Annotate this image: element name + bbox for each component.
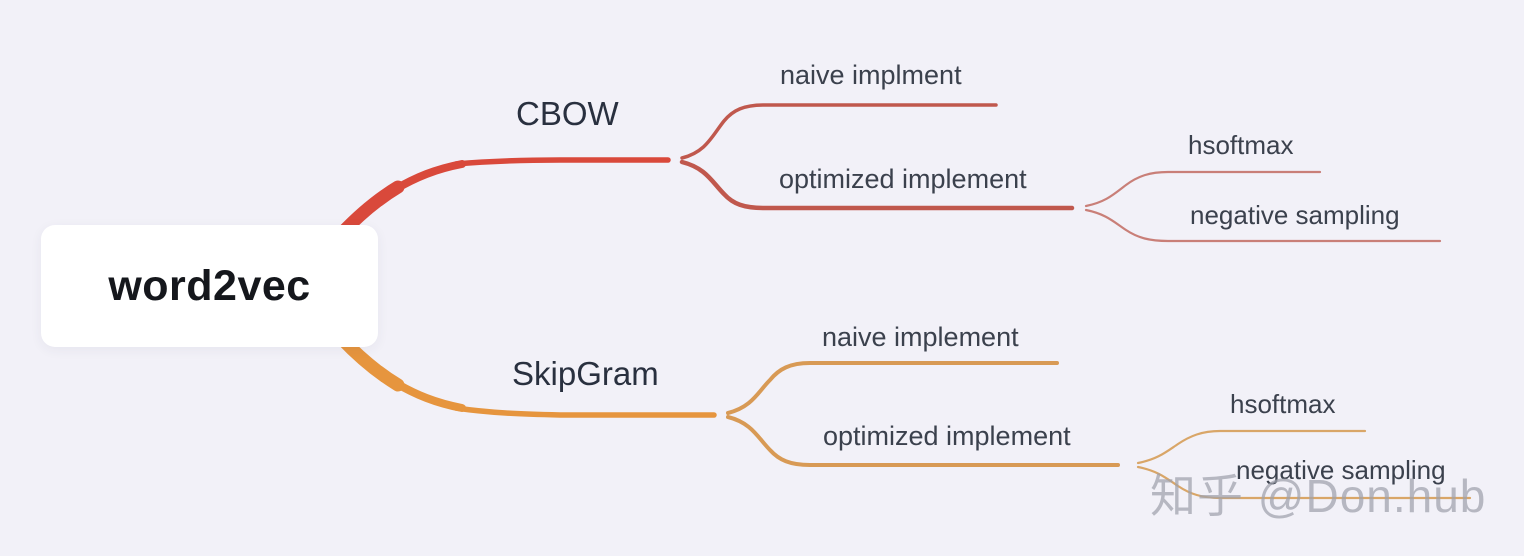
skipgram-trunk-line bbox=[453, 405, 717, 418]
node-cbow-naive-implment[interactable]: naive implment bbox=[780, 60, 962, 90]
cbow-trunk-mid-line bbox=[390, 160, 466, 194]
node-skipgram-negative-sampling[interactable]: negative sampling bbox=[1236, 455, 1446, 485]
node-cbow[interactable]: CBOW bbox=[516, 95, 619, 132]
cbow-optimized-line bbox=[679, 159, 1075, 211]
skipgram-negative-sampling-line bbox=[1136, 465, 1472, 500]
node-skipgram-optimized-implement[interactable]: optimized implement bbox=[823, 421, 1071, 451]
root-node-label: word2vec bbox=[108, 261, 311, 310]
skipgram-optimized-line bbox=[726, 415, 1120, 467]
skipgram-hsoftmax-line bbox=[1136, 429, 1367, 465]
node-skipgram[interactable]: SkipGram bbox=[512, 355, 659, 392]
skipgram-trunk-mid-line bbox=[390, 378, 466, 412]
watermark: 知乎 @Don.hub bbox=[1150, 470, 1487, 522]
node-cbow-hsoftmax[interactable]: hsoftmax bbox=[1188, 130, 1294, 160]
cbow-hsoftmax-line bbox=[1084, 170, 1322, 208]
node-root[interactable]: word2vec bbox=[41, 225, 378, 347]
node-cbow-optimized-implement[interactable]: optimized implement bbox=[779, 164, 1027, 194]
node-cbow-negative-sampling[interactable]: negative sampling bbox=[1190, 200, 1400, 230]
skipgram-naive-line bbox=[726, 361, 1059, 415]
cbow-negative-sampling-line bbox=[1084, 208, 1442, 243]
cbow-trunk-line bbox=[453, 157, 671, 167]
cbow-naive-line bbox=[680, 103, 998, 160]
node-skipgram-naive-implement[interactable]: naive implement bbox=[822, 322, 1019, 352]
node-skipgram-hsoftmax[interactable]: hsoftmax bbox=[1230, 389, 1336, 419]
